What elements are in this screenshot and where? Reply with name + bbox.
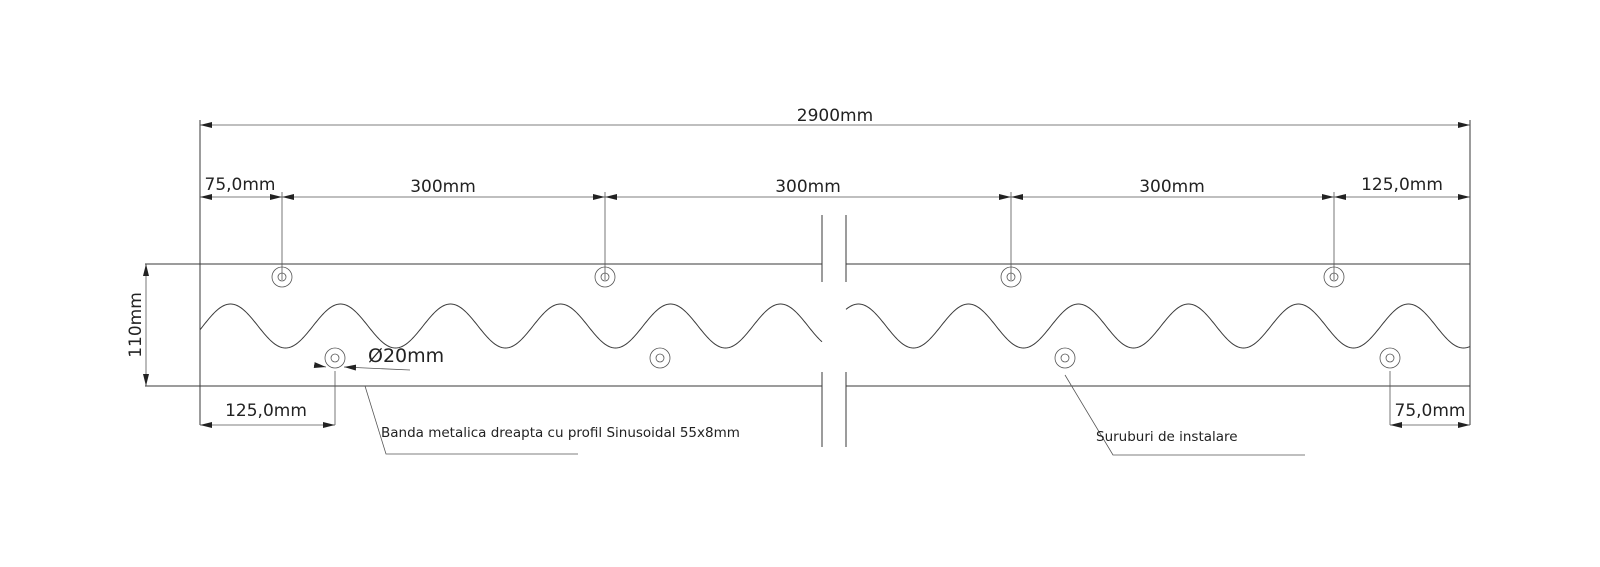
screw-hole <box>649 347 671 369</box>
hole-diameter-label: Ø20mm <box>368 345 444 367</box>
screw-hole-center <box>330 353 340 363</box>
bottom-left-offset-label: 125,0mm <box>225 401 307 421</box>
left-offset-label: 75,0mm <box>205 175 276 195</box>
screw-hole <box>324 347 346 369</box>
bottom-right-offset-label: 75,0mm <box>1395 401 1466 421</box>
dimension-lines <box>143 122 1470 428</box>
height-label: 110mm <box>126 292 146 358</box>
overall-length-label: 2900mm <box>797 106 873 126</box>
spacing-label-2: 300mm <box>775 177 841 197</box>
screws-annotation: Suruburi de instalare <box>1096 429 1238 445</box>
sinusoidal-profile-left <box>199 303 823 349</box>
spacing-label-3: 300mm <box>1139 177 1205 197</box>
leader-lines <box>364 374 1305 456</box>
break-lines <box>821 215 847 447</box>
screw-hole <box>1379 347 1401 369</box>
extension-lines <box>281 192 1391 425</box>
screw-hole-center <box>655 353 665 363</box>
screw-hole-center <box>1385 353 1395 363</box>
screw-hole-center <box>1060 353 1070 363</box>
strip-annotation: Banda metalica dreapta cu profil Sinusoi… <box>381 425 740 441</box>
metal-strip <box>145 120 1471 425</box>
spacing-label-1: 300mm <box>410 177 476 197</box>
sinusoidal-profile-right <box>845 303 1471 349</box>
screw-hole <box>1054 347 1076 369</box>
right-offset-label: 125,0mm <box>1361 175 1443 195</box>
